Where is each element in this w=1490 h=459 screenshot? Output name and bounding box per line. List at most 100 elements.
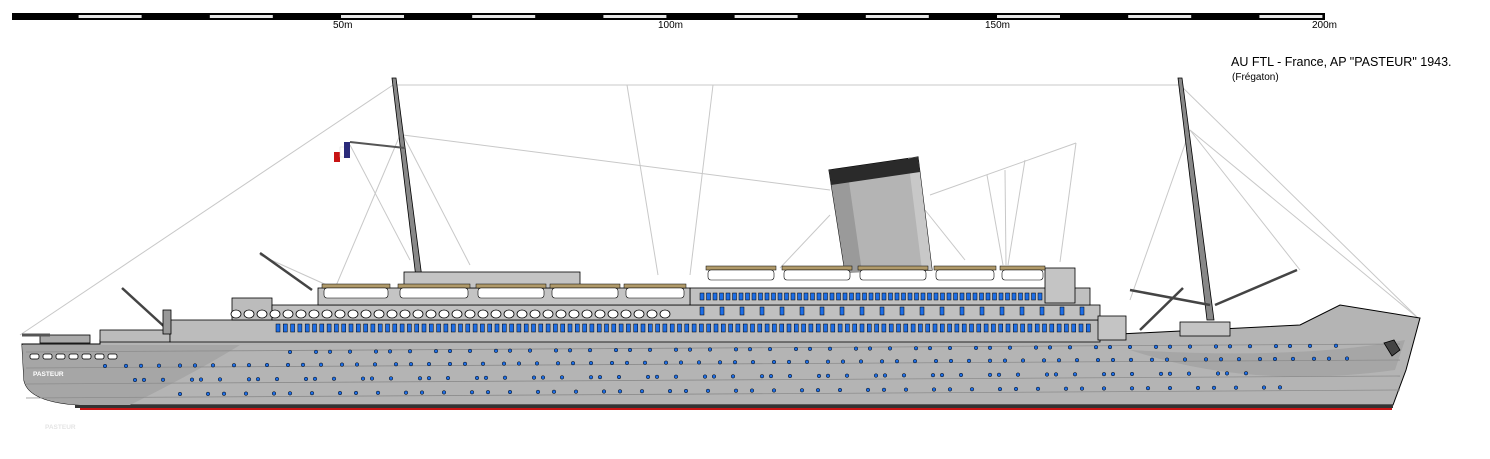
porthole	[931, 387, 937, 392]
porthole	[588, 361, 594, 366]
promenade-opening	[659, 309, 671, 319]
porthole	[858, 359, 864, 364]
porthole	[933, 358, 939, 364]
porthole	[1195, 385, 1201, 390]
window	[684, 323, 690, 333]
porthole	[1333, 343, 1339, 348]
window	[757, 323, 763, 333]
window	[458, 323, 463, 333]
window	[538, 323, 544, 333]
porthole	[913, 346, 919, 351]
window	[797, 292, 802, 301]
porthole	[969, 387, 975, 392]
window	[283, 323, 288, 333]
porthole	[1164, 357, 1170, 362]
porthole	[447, 348, 453, 354]
lifeboat-cover	[999, 265, 1046, 271]
porthole	[102, 363, 108, 369]
porthole	[1149, 357, 1155, 362]
window	[998, 292, 1004, 301]
porthole	[441, 390, 447, 395]
porthole	[1287, 343, 1293, 349]
porthole	[1015, 372, 1021, 377]
promenade-opening	[516, 309, 528, 319]
window	[706, 292, 711, 301]
scale-segment	[734, 15, 798, 18]
window	[633, 323, 638, 333]
porthole	[771, 359, 777, 365]
window	[531, 323, 536, 333]
porthole	[732, 360, 738, 365]
promenade-opening	[230, 309, 242, 319]
porthole	[555, 361, 561, 366]
porthole	[787, 373, 793, 379]
window	[852, 323, 857, 333]
promenade-opening	[282, 309, 294, 319]
window	[823, 292, 828, 301]
window	[907, 292, 913, 301]
porthole	[973, 345, 979, 350]
window	[742, 323, 748, 333]
lifeboat	[551, 287, 619, 299]
window	[779, 306, 785, 316]
porthole	[485, 390, 491, 395]
window	[334, 323, 339, 333]
window	[669, 323, 675, 333]
porthole	[1127, 344, 1133, 350]
scale-segment	[603, 15, 667, 18]
window	[450, 323, 456, 333]
window	[472, 323, 478, 333]
window	[719, 306, 725, 316]
window	[1034, 323, 1040, 333]
window	[940, 292, 945, 301]
porthole	[609, 360, 615, 366]
promenade-opening	[334, 309, 346, 319]
porthole	[624, 360, 630, 365]
porthole	[948, 358, 954, 363]
lifeboat	[477, 287, 545, 299]
window	[297, 323, 303, 333]
porthole	[1277, 385, 1283, 390]
window	[719, 292, 724, 301]
porthole	[1047, 345, 1053, 350]
porthole	[711, 374, 717, 379]
porthole	[639, 389, 645, 394]
porthole	[687, 347, 693, 352]
drawing-title: AU FTL - France, AP "PASTEUR" 1943.	[1231, 55, 1452, 69]
promenade-opening	[607, 309, 619, 319]
window	[553, 323, 558, 333]
scale-segment	[209, 15, 273, 18]
porthole	[1101, 372, 1107, 377]
porthole	[1129, 371, 1135, 377]
window	[976, 323, 982, 333]
porthole	[749, 388, 755, 393]
lifeboat	[625, 287, 685, 299]
window	[808, 323, 814, 333]
porthole	[375, 390, 381, 395]
porthole	[759, 374, 765, 379]
window	[523, 323, 529, 333]
window	[732, 292, 737, 301]
porthole	[947, 387, 953, 392]
porthole	[901, 373, 907, 378]
window	[933, 292, 939, 301]
stern-window	[55, 353, 66, 360]
window	[1042, 323, 1047, 333]
porthole	[939, 373, 945, 378]
porthole	[617, 389, 623, 394]
porthole	[987, 358, 993, 363]
porthole	[287, 391, 293, 396]
porthole	[1067, 345, 1073, 350]
porthole	[274, 377, 280, 382]
porthole	[816, 373, 822, 378]
window	[363, 323, 368, 333]
promenade-opening	[438, 309, 450, 319]
porthole	[1272, 356, 1278, 362]
window	[932, 323, 938, 333]
porthole	[337, 391, 343, 396]
porthole	[1002, 358, 1008, 363]
porthole	[331, 376, 337, 381]
porthole	[1167, 371, 1173, 376]
porthole	[616, 374, 622, 380]
